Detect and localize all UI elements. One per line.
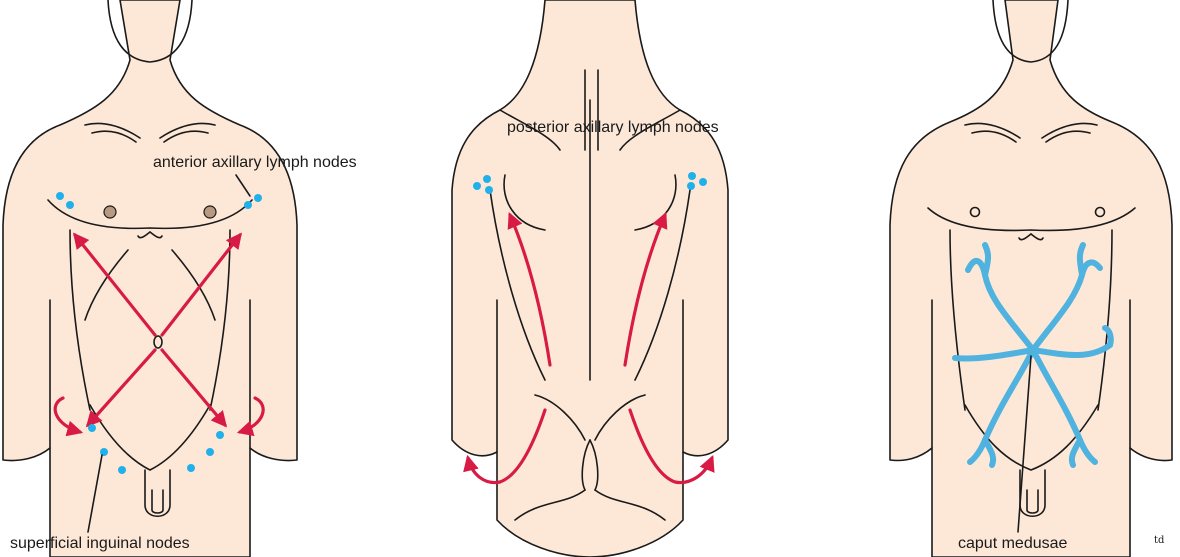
anterior-torso-figure — [3, 0, 297, 557]
caput-medusae-figure — [890, 0, 1172, 557]
anterior-axillary-label: anterior axillary lymph nodes — [153, 154, 357, 171]
posterior-torso-figure — [452, 0, 728, 557]
artist-signature: td — [1154, 535, 1165, 546]
superficial-inguinal-label: superficial inguinal nodes — [10, 535, 190, 552]
anterior-torso-body — [3, 0, 297, 557]
caput-medusae-body — [890, 0, 1172, 557]
caput-medusae-label: caput medusae — [958, 535, 1068, 552]
posterior-axillary-label: posterior axillary lymph nodes — [507, 119, 719, 136]
